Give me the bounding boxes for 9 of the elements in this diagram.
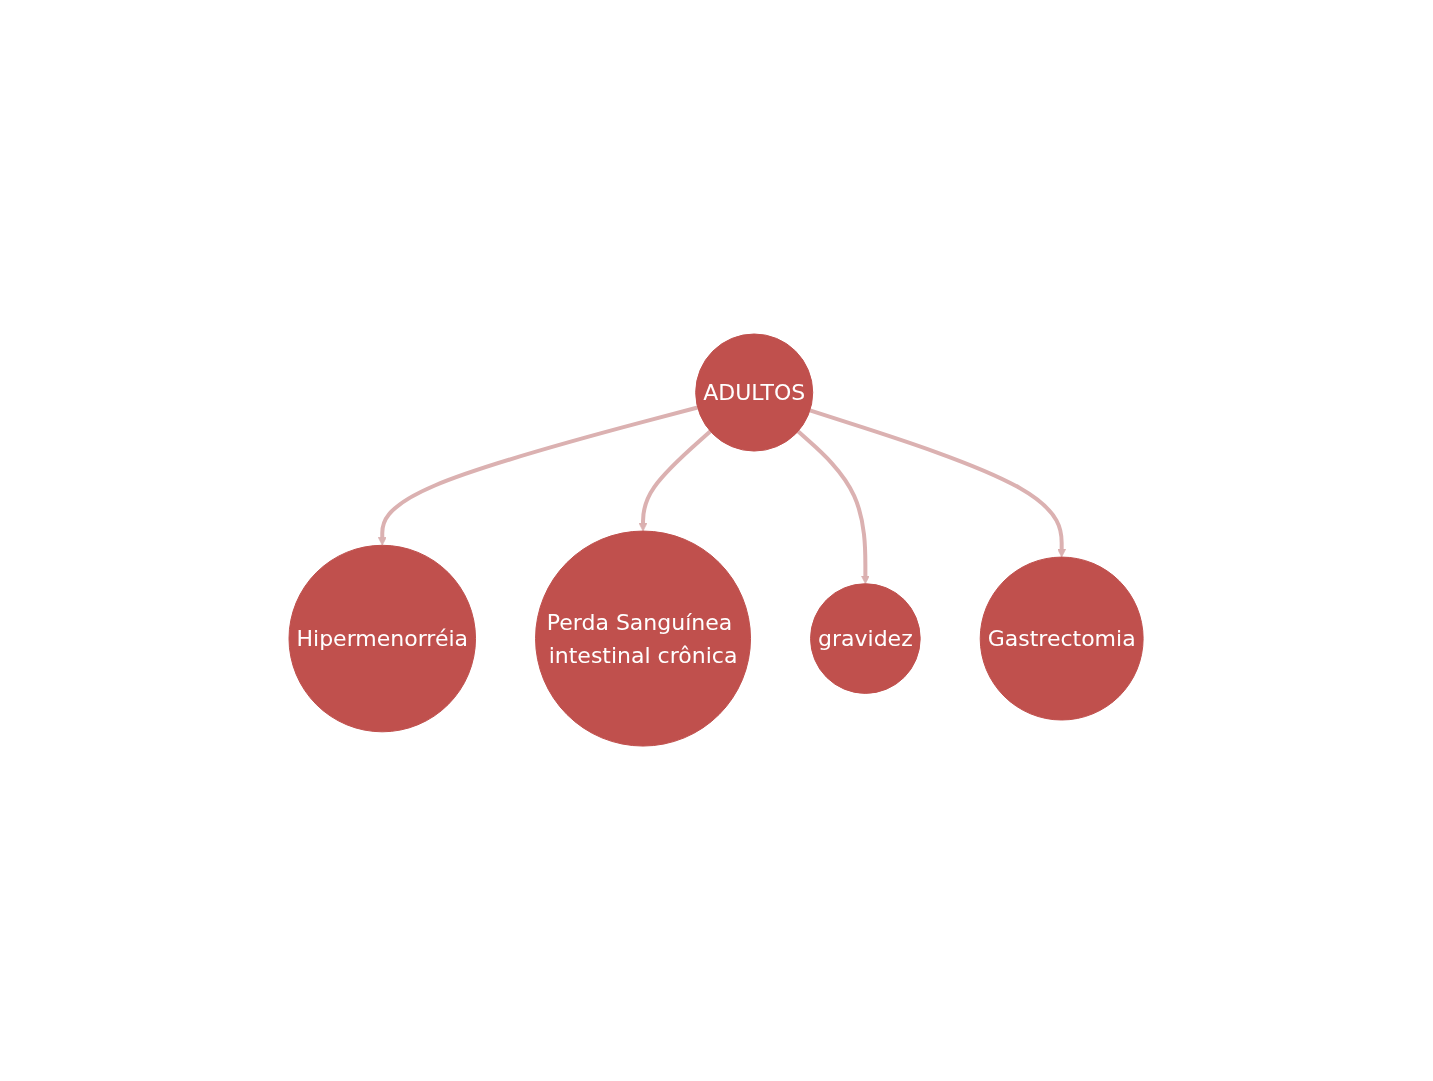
node-circle: ADULTOS [695, 333, 814, 452]
arrow [378, 406, 699, 547]
node-circle: Gastrectomia [980, 557, 1145, 721]
arrow [809, 408, 1067, 558]
arrow [639, 430, 713, 532]
node-circle: gravidez [810, 583, 922, 695]
node-circle: Perda Sanguínea intestinal crônica [535, 531, 752, 747]
arrow [797, 430, 871, 585]
node-circle: Hipermenorréia [288, 545, 477, 733]
